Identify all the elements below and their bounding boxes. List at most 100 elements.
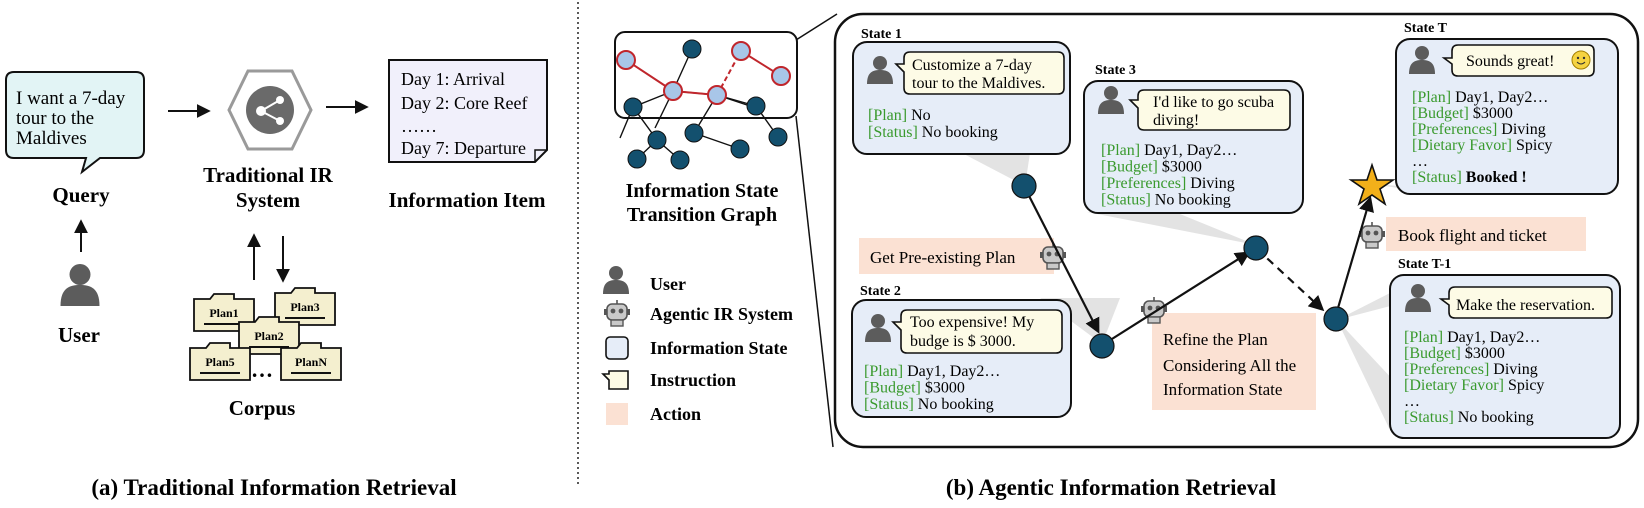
stateT1-attribute-line: [Plan] Day1, Day2… (1404, 329, 1540, 346)
state-2-title: State 2 (860, 284, 901, 299)
legend-action-swatch (606, 403, 628, 425)
state-1-card: State 1 Customize a 7-day tour to the Ma… (852, 27, 1071, 155)
corpus-folders: Plan1 Plan3 Plan2 Plan5 … PlanN (189, 287, 342, 382)
stateT-attribute-line: [Plan] Day1, Day2… (1412, 89, 1548, 106)
stateT1-attribute-line: [Dietary Favor] Spicy (1404, 377, 1544, 394)
action-refine-3: Information State (1163, 380, 1282, 399)
state-2-bubble-1: Too expensive! My (910, 314, 1034, 331)
state-1-bubble-1: Customize a 7-day (912, 57, 1032, 74)
state-1-title: State 1 (861, 27, 902, 42)
state-t-title: State T (1404, 21, 1448, 36)
stateT1-attribute-line: … (1404, 393, 1420, 410)
action-refine-2: Considering All the (1163, 356, 1296, 375)
stateT1-attribute-list: [Plan] Day1, Day2…[Budget] $3000[Prefere… (1404, 329, 1544, 426)
state-node-1 (1011, 173, 1037, 199)
state2-attribute-line: [Plan] Day1, Day2… (864, 363, 1000, 380)
state3-attribute-line: [Budget] $3000 (1101, 159, 1202, 176)
caption-left: (a) Traditional Information Retrieval (91, 475, 456, 500)
ir-system-icon (227, 69, 313, 151)
legend-instruction: Instruction (650, 370, 736, 390)
state3-attribute-line: [Status] No booking (1101, 192, 1231, 209)
state2-attribute-line: [Status] No booking (864, 396, 994, 413)
folder-label-plan3: Plan3 (290, 300, 319, 314)
legend-agentic: Agentic IR System (650, 304, 793, 324)
stateT-attribute-line: [Preferences] Diving (1412, 121, 1546, 138)
agentic-ir-panel: Information State Transition Graph User … (601, 12, 1640, 500)
state-t-1-title: State T-1 (1398, 257, 1451, 272)
folder-plan5: Plan5 (189, 342, 251, 381)
folder-plan3: Plan3 (274, 287, 336, 326)
legend-action: Action (650, 404, 701, 424)
state2-attribute-list: [Plan] Day1, Day2…[Budget] $3000[Status]… (864, 363, 1000, 413)
query-label: Query (52, 183, 110, 207)
state-1-bubble-2: tour to the Maldives. (912, 75, 1045, 92)
folder-ellipsis: … (251, 357, 273, 382)
graph-label-2: Transition Graph (627, 204, 777, 226)
state-3-bubble-1: I'd like to go scuba (1153, 94, 1274, 111)
info-item-line-2: Day 2: Core Reef (401, 93, 527, 113)
stateT-attribute-line: [Status] Booked ! (1412, 169, 1527, 186)
state-t-bubble: Sounds great! (1466, 53, 1554, 70)
folder-plann: PlanN (280, 342, 342, 381)
state-3-title: State 3 (1095, 63, 1136, 78)
legend: User Agentic IR System Information State… (601, 266, 793, 425)
information-item-card: Day 1: Arrival Day 2: Core Reef …… Day 7… (388, 59, 548, 163)
state-t-card: State T Sounds great! [Plan] Day1, Day2…… (1395, 21, 1619, 195)
legend-instruction-swatch (601, 370, 629, 390)
legend-state: Information State (650, 338, 788, 358)
state-node-3 (1243, 235, 1269, 261)
info-item-line-3: …… (401, 116, 437, 136)
folder-label-plan1: Plan1 (209, 306, 238, 320)
user-icon (60, 264, 100, 306)
ir-system-label-2: System (236, 188, 301, 212)
state-node-2 (1089, 333, 1115, 359)
state1-attribute-list: [Plan] No[Status] No booking (868, 107, 998, 141)
query-line-3: Maldives (16, 128, 87, 149)
action-get-plan-label: Get Pre-existing Plan (870, 248, 1016, 267)
action-book: Book flight and ticket (1358, 217, 1586, 251)
goal-star-icon (1348, 162, 1396, 207)
folder-label-plann: PlanN (295, 355, 327, 369)
stateT1-attribute-line: [Preferences] Diving (1404, 361, 1538, 378)
user-label: User (58, 323, 100, 347)
stateT-attribute-line: [Budget] $3000 (1412, 105, 1513, 122)
info-item-label: Information Item (389, 188, 546, 212)
state-3-bubble-2: diving! (1153, 112, 1199, 129)
state-t-1-card: State T-1 Make the reservation. [Plan] D… (1389, 257, 1621, 439)
caption-right: (b) Agentic Information Retrieval (946, 475, 1276, 500)
state3-attribute-line: [Preferences] Diving (1101, 175, 1235, 192)
stateT-attribute-line: … (1412, 153, 1428, 170)
state2-attribute-line: [Budget] $3000 (864, 380, 965, 397)
state3-attribute-list: [Plan] Day1, Day2…[Budget] $3000[Prefere… (1101, 142, 1237, 209)
state1-attribute-line: [Status] No booking (868, 124, 998, 141)
stateT-attribute-list: [Plan] Day1, Day2…[Budget] $3000[Prefere… (1412, 89, 1552, 186)
folder-plan2: Plan2 (238, 316, 300, 355)
trajectory (1011, 162, 1396, 359)
info-item-line-4: Day 7: Departure (401, 138, 526, 158)
state-t-1-bubble: Make the reservation. (1456, 297, 1595, 314)
stateT1-attribute-line: [Status] No booking (1404, 409, 1534, 426)
mini-graph (614, 13, 838, 448)
corpus-label: Corpus (229, 396, 296, 420)
traditional-ir-panel: I want a 7-day tour to the Maldives Quer… (5, 59, 548, 500)
state1-attribute-line: [Plan] No (868, 107, 931, 124)
state3-attribute-line: [Plan] Day1, Day2… (1101, 142, 1237, 159)
legend-user: User (650, 274, 686, 294)
state-2-bubble-2: budge is $ 3000. (910, 333, 1016, 350)
info-item-line-1: Day 1: Arrival (401, 69, 505, 89)
folder-label-plan2: Plan2 (254, 329, 283, 343)
action-get-plan: Get Pre-existing Plan (859, 238, 1067, 274)
state-2-card: State 2 Too expensive! My budge is $ 300… (851, 284, 1072, 418)
folder-label-plan5: Plan5 (205, 355, 234, 369)
state-node-t-1 (1323, 306, 1349, 332)
ir-system-label-1: Traditional IR (203, 163, 334, 187)
query-line-2: tour to the (16, 108, 94, 129)
legend-state-swatch (605, 336, 629, 360)
query-bubble: I want a 7-day tour to the Maldives (5, 71, 145, 175)
legend-robot-icon (603, 299, 631, 327)
stateT-attribute-line: [Dietary Favor] Spicy (1412, 137, 1552, 154)
action-refine-1: Refine the Plan (1163, 330, 1268, 349)
state-3-card: State 3 I'd like to go scuba diving! [Pl… (1083, 63, 1304, 214)
stateT1-attribute-line: [Budget] $3000 (1404, 345, 1505, 362)
